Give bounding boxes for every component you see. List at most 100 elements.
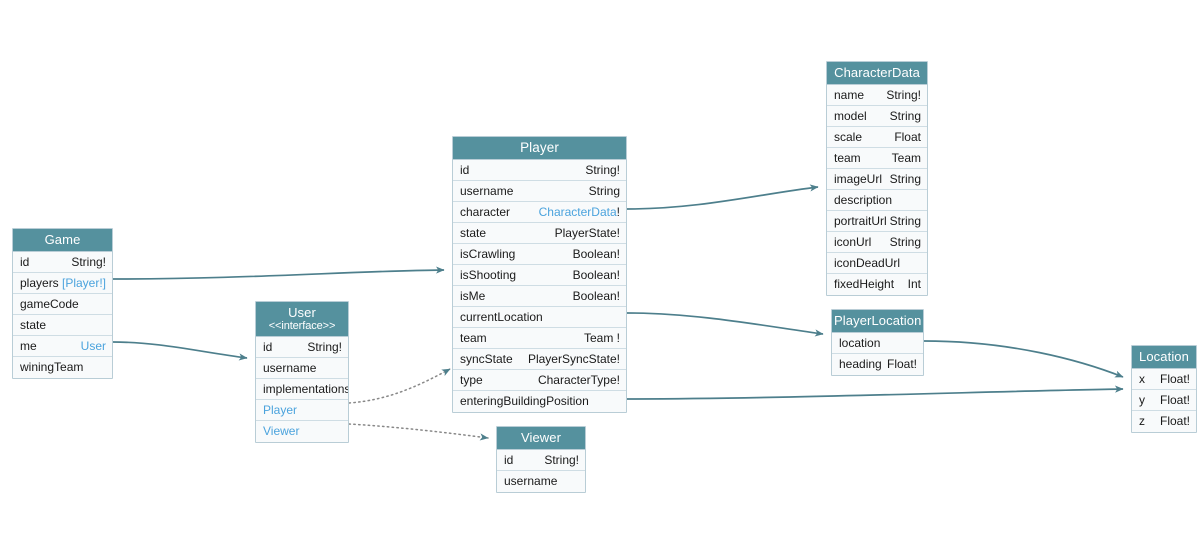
field-name: model	[834, 109, 867, 123]
field-type-link[interactable]: CharacterData!	[539, 202, 620, 222]
field-type-text: CharacterData	[538, 205, 617, 219]
field-row[interactable]: enteringBuildingPosition Location	[453, 391, 626, 412]
field-type: Float!	[1159, 372, 1190, 386]
field-name: players	[20, 276, 59, 290]
entity-player[interactable]: Player id String! username String charac…	[452, 136, 627, 413]
field-name: state	[460, 226, 487, 240]
field-row[interactable]: description String	[827, 190, 927, 211]
field-row[interactable]: id String!	[497, 450, 585, 471]
field-name: enteringBuildingPosition	[460, 394, 589, 408]
field-row[interactable]: syncState PlayerSyncState!	[453, 349, 626, 370]
field-name: username	[263, 361, 317, 375]
edge-playerloc-location-to-location	[923, 340, 1124, 378]
field-type: Team	[77, 377, 106, 378]
field-name: me	[20, 339, 37, 353]
field-type: String	[889, 172, 921, 186]
field-row[interactable]: z Float!	[1132, 411, 1196, 432]
field-type: CharacterType!	[537, 373, 620, 387]
field-type: Team	[891, 151, 921, 165]
field-row[interactable]: username String	[497, 471, 585, 492]
field-row[interactable]: id String!	[453, 160, 626, 181]
field-type: Float!	[1159, 393, 1190, 407]
field-row[interactable]: imageUrl String	[827, 169, 927, 190]
field-row[interactable]: name String!	[827, 85, 927, 106]
field-row[interactable]: model String	[827, 106, 927, 127]
field-name: scale	[834, 130, 863, 144]
field-name: isCrawling	[460, 247, 516, 261]
field-type: String	[889, 109, 921, 123]
field-row[interactable]: winingTeam Team	[13, 357, 112, 378]
entity-player-location[interactable]: PlayerLocation location Location! headin…	[831, 309, 924, 376]
field-row[interactable]: gameCode String!	[13, 294, 112, 315]
entity-location-title: Location	[1132, 346, 1196, 369]
entity-user[interactable]: User <<interface>> id String! username S…	[255, 301, 349, 443]
field-name: winingTeam	[20, 360, 84, 374]
field-row[interactable]: x Float!	[1132, 369, 1196, 390]
field-type-link[interactable]: User	[80, 339, 106, 353]
field-row[interactable]: state PlayerState!	[453, 223, 626, 244]
field-row[interactable]: y Float!	[1132, 390, 1196, 411]
field-row[interactable]: scale Float	[827, 127, 927, 148]
entity-location[interactable]: Location x Float! y Float! z Float!	[1131, 345, 1197, 433]
field-row[interactable]: id String!	[13, 252, 112, 273]
field-name: id	[263, 340, 273, 354]
field-name: syncState	[460, 352, 513, 366]
field-name: iconDeadUrl	[834, 256, 901, 270]
implementation-name: Viewer	[263, 424, 300, 438]
entity-character-data[interactable]: CharacterData name String! model String …	[826, 61, 928, 296]
field-type: String!	[307, 340, 342, 354]
field-row[interactable]: type CharacterType!	[453, 370, 626, 391]
field-name: x	[1139, 372, 1145, 386]
field-row[interactable]: isShooting Boolean!	[453, 265, 626, 286]
field-type-link[interactable]: Location	[575, 411, 620, 412]
field-name: name	[834, 88, 865, 102]
field-type: Float!	[886, 357, 917, 371]
entity-viewer[interactable]: Viewer id String! username String	[496, 426, 586, 493]
field-name: team	[460, 331, 487, 345]
field-row[interactable]: location Location!	[832, 333, 923, 354]
implementation-viewer[interactable]: Viewer	[256, 421, 348, 442]
field-type: String!	[544, 453, 579, 467]
field-type: String	[548, 491, 579, 492]
entity-game[interactable]: Game id String! players [Player!] gameCo…	[12, 228, 113, 379]
entity-character-data-title: CharacterData	[827, 62, 927, 85]
field-row[interactable]: iconDeadUrl String	[827, 253, 927, 274]
field-row[interactable]: team Team	[827, 148, 927, 169]
field-name: iconUrl	[834, 235, 872, 249]
field-name: heading	[839, 357, 882, 371]
edge-game-players-to-player	[112, 266, 445, 280]
field-name: character	[460, 205, 511, 219]
field-name: team	[834, 151, 861, 165]
edge-game-me-to-user	[112, 341, 248, 361]
field-type: String	[889, 235, 921, 249]
field-row[interactable]: currentLocation PlayerLocation!	[453, 307, 626, 328]
field-type: Boolean!	[572, 247, 620, 261]
field-row[interactable]: state GameState!	[13, 315, 112, 336]
field-name: description	[834, 193, 893, 207]
implementation-name: Player	[263, 403, 298, 417]
field-row[interactable]: iconUrl String	[827, 232, 927, 253]
field-name: gameCode	[20, 297, 79, 311]
field-row[interactable]: isMe Boolean!	[453, 286, 626, 307]
field-row[interactable]: fixedHeight Int	[827, 274, 927, 295]
field-row[interactable]: id String!	[256, 337, 348, 358]
field-row[interactable]: isCrawling Boolean!	[453, 244, 626, 265]
entity-player-location-title: PlayerLocation	[832, 310, 923, 333]
edge-user-implements-viewer	[348, 423, 489, 441]
implementation-player[interactable]: Player	[256, 400, 348, 421]
field-row[interactable]: players [Player!]	[13, 273, 112, 294]
field-name: z	[1139, 414, 1145, 428]
field-row[interactable]: me User	[13, 336, 112, 357]
field-row[interactable]: username String	[453, 181, 626, 202]
entity-player-title: Player	[453, 137, 626, 160]
field-row[interactable]: character CharacterData!	[453, 202, 626, 223]
field-type-link[interactable]: [Player!]	[61, 276, 106, 290]
edge-player-character-to-chardata	[626, 184, 819, 210]
field-row[interactable]: team Team !	[453, 328, 626, 349]
entity-user-name: User	[288, 305, 316, 320]
field-row[interactable]: heading Float!	[832, 354, 923, 375]
field-type: String!	[71, 255, 106, 269]
field-row[interactable]: username String	[256, 358, 348, 379]
field-row[interactable]: portraitUrl String	[827, 211, 927, 232]
